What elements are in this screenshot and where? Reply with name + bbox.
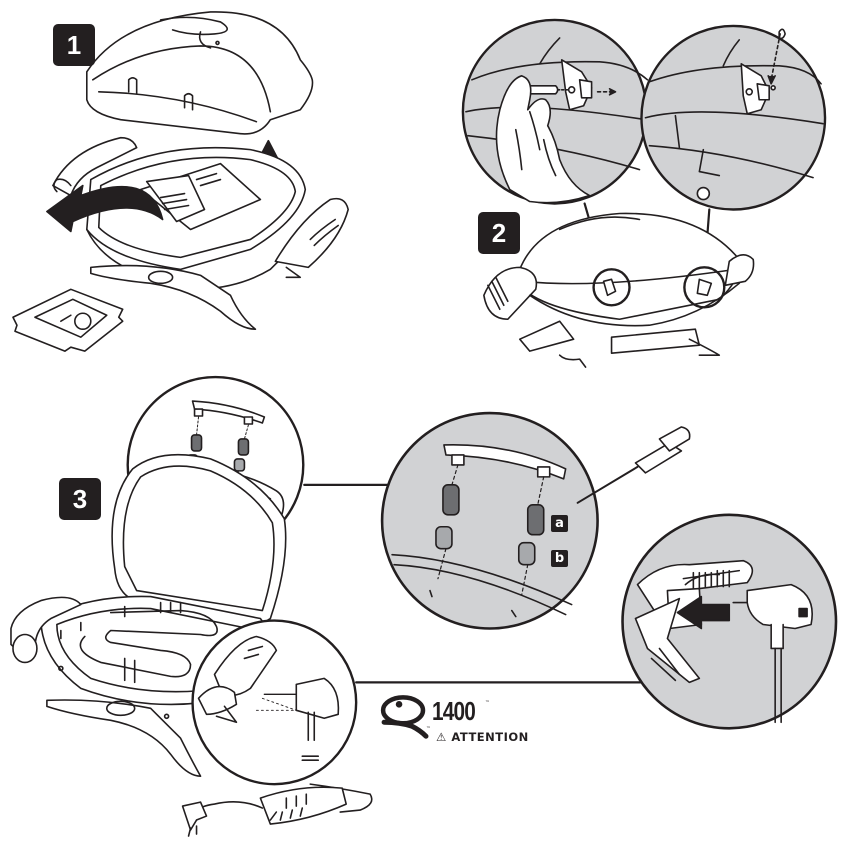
detail-circle-plug-insert — [193, 621, 357, 785]
detail-circle-pin-removal — [463, 20, 648, 204]
accessory-box — [13, 289, 123, 351]
step-1-badge: 1 — [53, 24, 95, 66]
step3-illustration — [11, 377, 836, 836]
grill-closed — [484, 213, 754, 367]
model-number: 1400 — [432, 696, 475, 727]
power-cord-controller — [183, 784, 372, 836]
part-label-a: a — [551, 515, 568, 532]
step-3-badge: 3 — [59, 478, 101, 520]
step2-illustration — [463, 20, 825, 367]
detail-circle-pin-insert — [641, 26, 825, 210]
q-logo-icon — [383, 697, 426, 736]
detail-circle-connector — [623, 515, 836, 728]
logo-trademark: ™ — [426, 726, 431, 732]
attention-warning: ⚠ ATTENTION — [436, 730, 529, 744]
part-label-b: b — [551, 550, 568, 567]
grill-lid — [87, 12, 313, 134]
attention-label: ATTENTION — [451, 730, 528, 744]
model-label: 1400 — [432, 696, 486, 727]
warning-triangle-icon: ⚠ — [436, 730, 447, 744]
model-trademark: ™ — [485, 700, 490, 706]
step-2-badge: 2 — [478, 212, 520, 254]
